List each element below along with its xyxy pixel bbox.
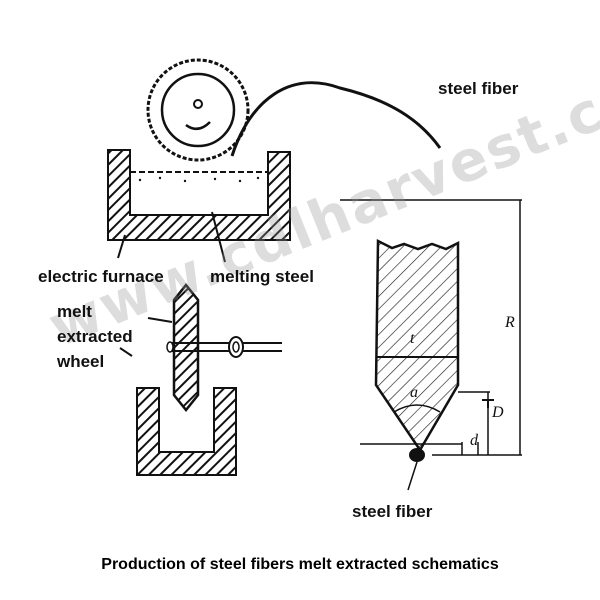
top-furnace [107, 149, 291, 241]
arrow-electric-furnace [117, 234, 126, 259]
symbol-R: R [505, 314, 515, 331]
dimension-lines [340, 199, 522, 491]
wheel-shaft [166, 336, 282, 358]
label-wheel: wheel [57, 352, 105, 371]
symbol-a: a [410, 384, 418, 401]
arrow-melt [147, 317, 173, 323]
label-steel-fiber-top: steel fiber [438, 79, 519, 98]
extraction-disc [172, 282, 200, 413]
label-electric-furnace: electric furnace [38, 267, 164, 286]
top-wheel [146, 58, 250, 162]
symbol-t: t [410, 330, 415, 347]
edge-section [374, 238, 460, 462]
steel-fiber-curve [230, 81, 442, 157]
symbol-D: D [492, 404, 504, 421]
arrow-melting-steel [211, 211, 226, 263]
small-crucible [136, 387, 237, 476]
label-melting-steel: melting steel [210, 267, 314, 286]
arrow-wheel [119, 347, 133, 357]
figure-caption: Production of steel fibers melt extracte… [101, 556, 499, 573]
label-melt: melt [57, 302, 92, 321]
symbol-d: d [470, 432, 478, 449]
fiber-tip [409, 448, 425, 462]
label-extracted: extracted [57, 327, 133, 346]
melt-surface-dots [138, 176, 260, 183]
label-steel-fiber-bottom: steel fiber [352, 502, 433, 521]
